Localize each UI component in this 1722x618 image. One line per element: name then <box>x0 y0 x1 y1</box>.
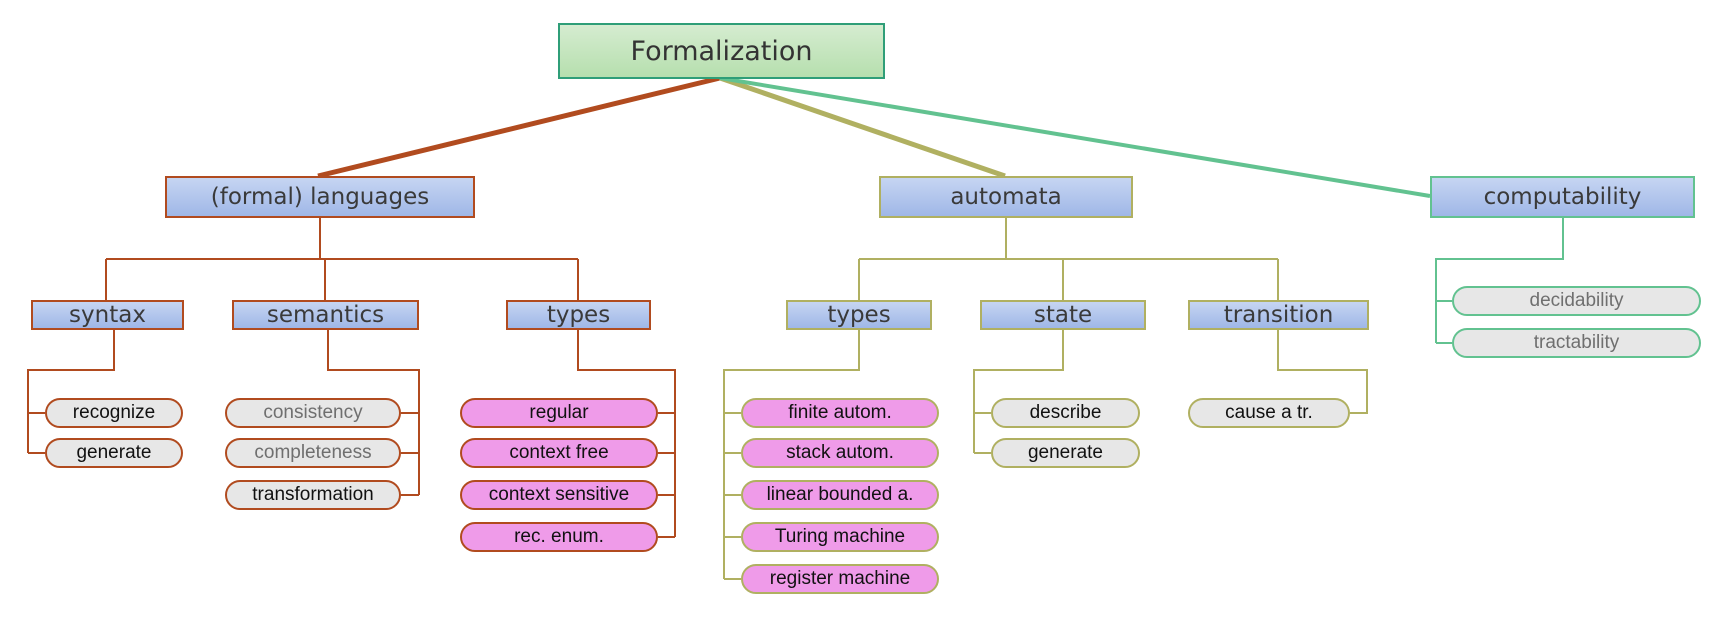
link-lang-types-leaves <box>577 330 676 538</box>
leaf-turing-machine[interactable]: Turing machine <box>741 522 939 552</box>
leaf-syntax-generate[interactable]: generate <box>45 438 183 468</box>
leaf-tractability[interactable]: tractability <box>1452 328 1701 358</box>
subtopic-automata-types[interactable]: types <box>786 300 932 330</box>
leaf-state-generate[interactable]: generate <box>991 438 1140 468</box>
topic-computability[interactable]: computability <box>1430 176 1695 218</box>
link-root-languages <box>317 75 721 179</box>
root-topic[interactable]: Formalization <box>558 23 885 79</box>
leaf-transformation[interactable]: transformation <box>225 480 401 510</box>
leaf-rec-enum[interactable]: rec. enum. <box>460 522 658 552</box>
link-semantics-leaves <box>327 330 420 496</box>
leaf-decidability[interactable]: decidability <box>1452 286 1701 316</box>
subtopic-language-types[interactable]: types <box>506 300 651 330</box>
leaf-regular[interactable]: regular <box>460 398 658 428</box>
leaf-linear-bounded[interactable]: linear bounded a. <box>741 480 939 510</box>
link-transition-leaf <box>1277 330 1368 414</box>
subtopic-semantics[interactable]: semantics <box>232 300 419 330</box>
link-root-automata <box>719 75 1006 179</box>
leaf-recognize[interactable]: recognize <box>45 398 183 428</box>
leaf-describe[interactable]: describe <box>991 398 1140 428</box>
subtopic-state[interactable]: state <box>980 300 1146 330</box>
leaf-finite-autom[interactable]: finite autom. <box>741 398 939 428</box>
link-languages-subtopics <box>105 217 579 300</box>
topic-automata[interactable]: automata <box>879 176 1133 218</box>
link-automata-types-leaves <box>723 330 860 580</box>
subtopic-syntax[interactable]: syntax <box>31 300 184 330</box>
leaf-context-free[interactable]: context free <box>460 438 658 468</box>
leaf-cause-a-tr[interactable]: cause a tr. <box>1188 398 1350 428</box>
leaf-completeness[interactable]: completeness <box>225 438 401 468</box>
topic-formal-languages[interactable]: (formal) languages <box>165 176 475 218</box>
subtopic-transition[interactable]: transition <box>1188 300 1369 330</box>
link-root-computability <box>719 76 1431 198</box>
link-automata-subtopics <box>858 217 1279 300</box>
leaf-register-machine[interactable]: register machine <box>741 564 939 594</box>
leaf-consistency[interactable]: consistency <box>225 398 401 428</box>
leaf-context-sensitive[interactable]: context sensitive <box>460 480 658 510</box>
leaf-stack-autom[interactable]: stack autom. <box>741 438 939 468</box>
link-computability-leaves <box>1435 217 1564 344</box>
link-state-leaves <box>973 330 1064 454</box>
link-syntax-leaves <box>27 330 115 454</box>
